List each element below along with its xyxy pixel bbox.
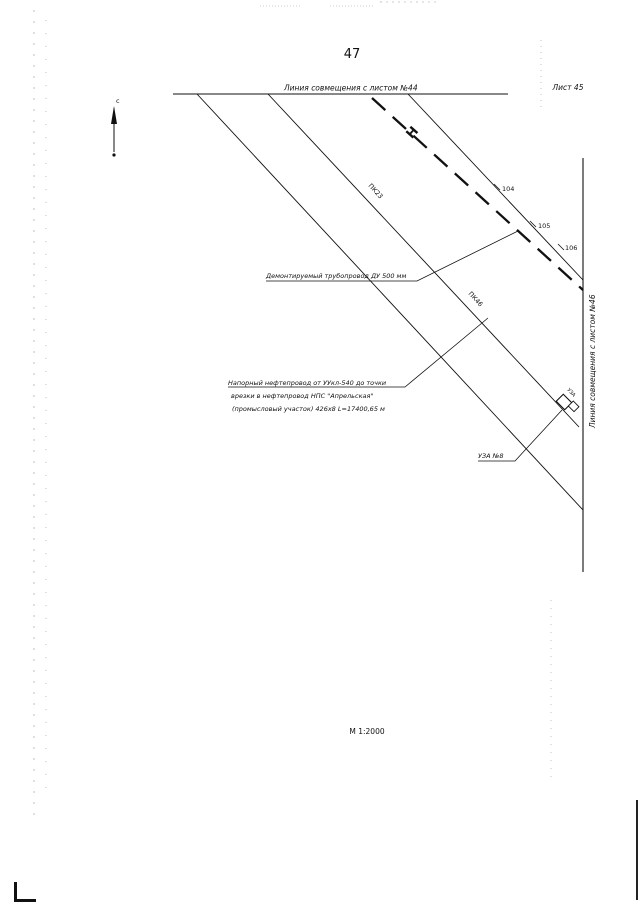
north-label: с [116,97,120,105]
pipeline-left [196,93,584,511]
valve-unit-symbol [555,393,580,413]
north-arrow: с [111,97,120,157]
match-line-right-label: Линия совмещения с листом №46 [588,294,597,429]
pipeline-marker: Н [404,124,422,142]
valve-unit-label: УЗА №8 [478,452,504,460]
page-number: 47 [344,47,361,62]
pressure-pipeline-line2: врезки в нефтепровод НПС "Апрельская" [231,392,373,400]
valve-tag: УЗА [566,387,577,399]
match-line-top-label: Линия совмещения с листом №44 [283,84,418,93]
corner-bracket [14,882,36,902]
leader-dismantled [266,230,519,282]
picket-104: 104 [502,185,514,193]
picket-105: 105 [538,222,550,230]
oil-pipeline-dashed [371,97,584,291]
picket-106: 106 [565,244,577,252]
pressure-pipeline-line1: Напорный нефтепровод от УУкл-540 до точк… [228,379,386,387]
scan-edge-mark [636,800,638,900]
sheet-label: Лист 45 [552,83,584,92]
north-arrow-head-icon [111,106,117,124]
north-arrow-base-icon [112,153,116,157]
pipeline-middle [267,93,580,428]
segment-label-1: ПК23 [367,182,385,200]
pipeline-right [407,93,584,281]
leader-pressure [228,317,489,388]
scan-artifacts [33,1,552,820]
picket-marks [493,183,565,251]
leader-valve [478,409,563,462]
segment-label-2: ПК46 [467,290,485,308]
pressure-pipeline-line3: (промысловый участок) 426х8 L=17400,65 м [232,405,385,413]
dismantled-pipeline-label: Демонтируемый трубопровод ДУ 500 мм [265,272,406,280]
scale-label: М 1:2000 [349,727,384,736]
